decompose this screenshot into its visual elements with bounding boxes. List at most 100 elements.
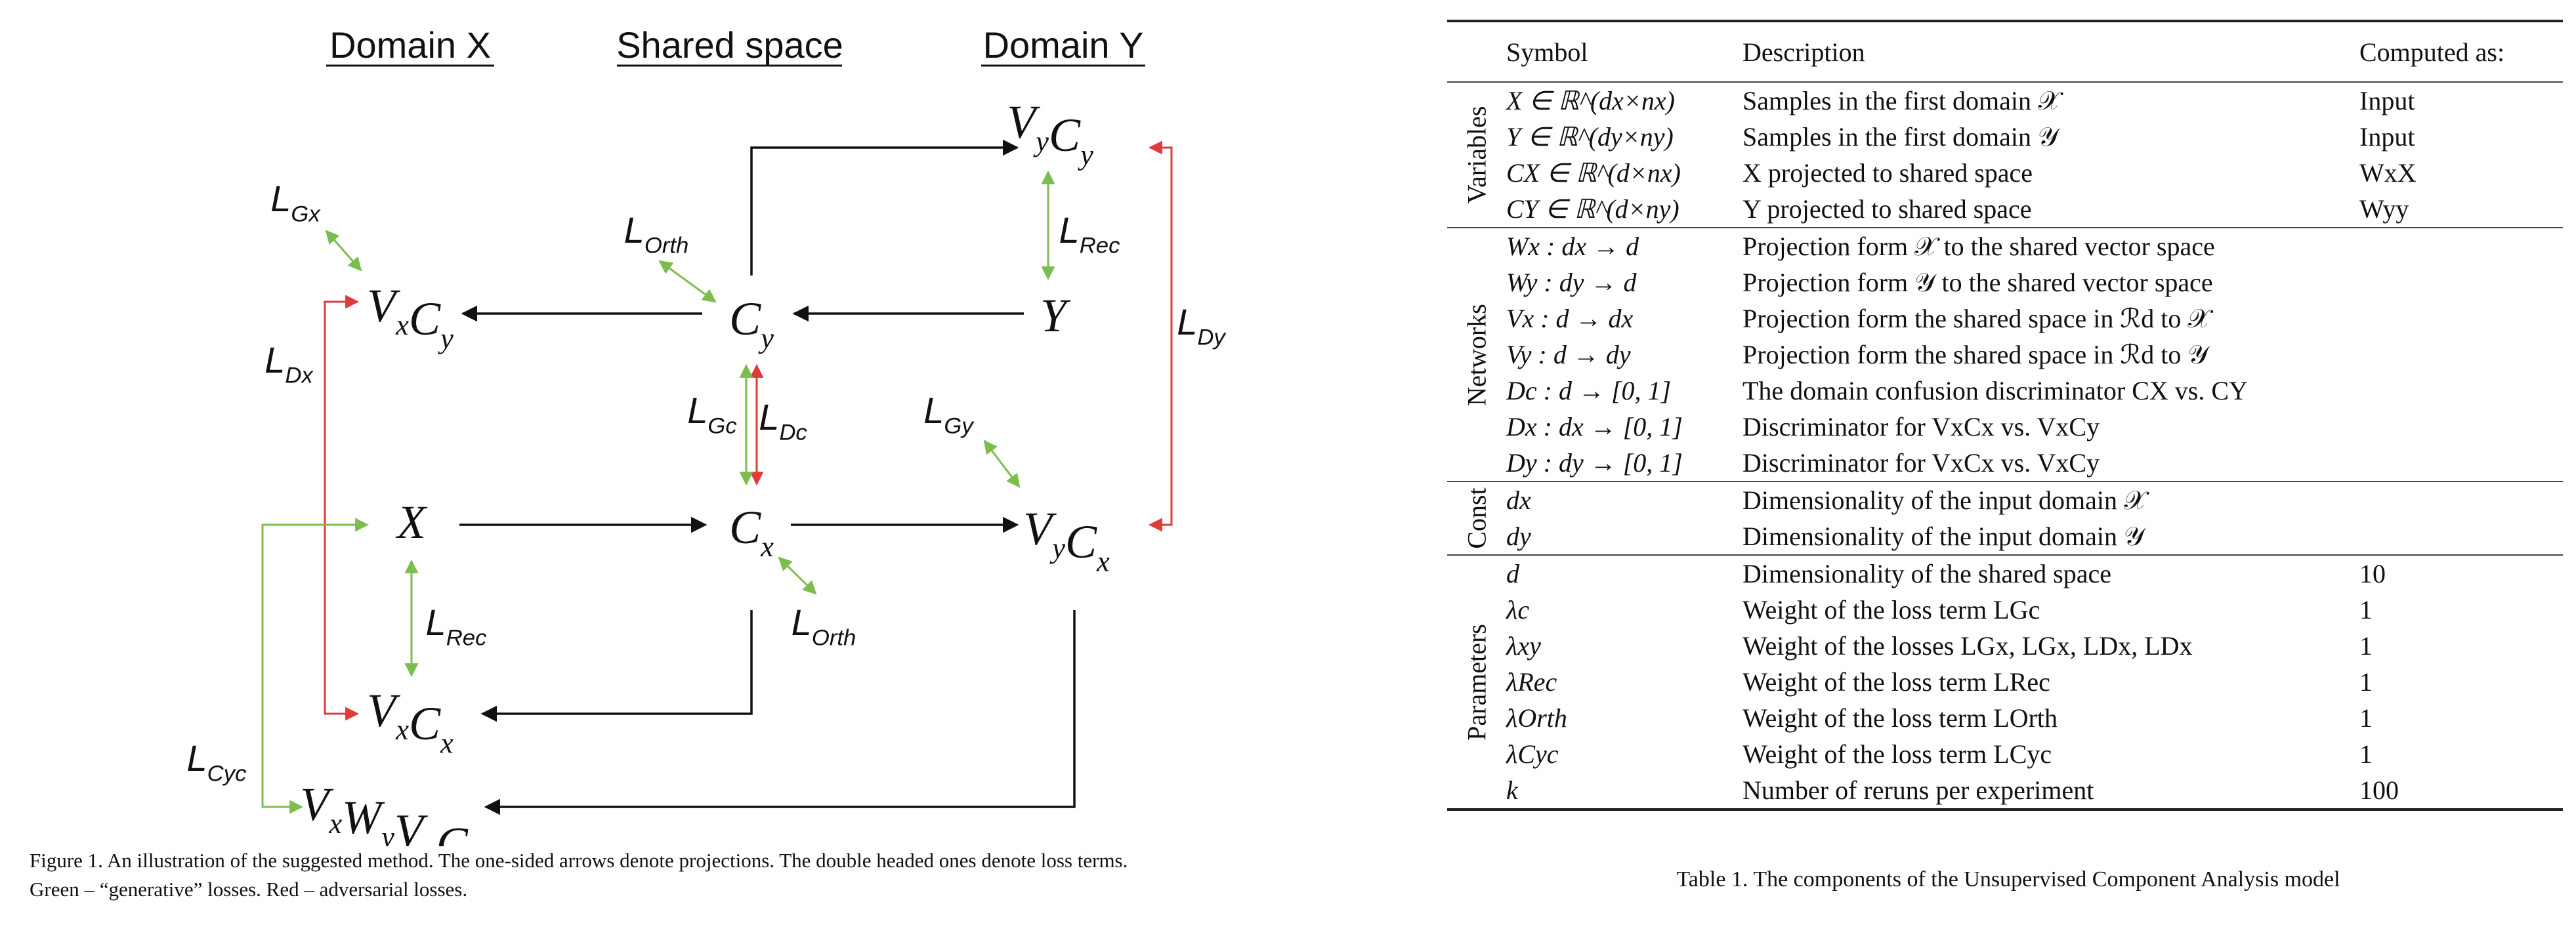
loss-gy-arrow — [983, 440, 1021, 488]
table-row: Vx : d → dx Projection form the shared sp… — [1447, 300, 2563, 337]
cell-description: Projection form the shared space in ℛd t… — [1742, 304, 2210, 333]
cell-symbol: Dy : dy → [0, 1] — [1506, 448, 1683, 478]
cell-description: Weight of the losses LGx, LGx, LDx, LDx — [1742, 631, 2193, 661]
node-vycx: VyCx — [1023, 503, 1110, 577]
cell-computed: 1 — [2359, 631, 2373, 661]
loss-label-lgc: LGc — [687, 390, 737, 439]
table-row: λxy Weight of the losses LGx, LGx, LDx, L… — [1447, 628, 2563, 664]
cell-computed — [2359, 264, 2563, 300]
node-vxwyvycx: VxWyVyCx — [300, 778, 480, 846]
node-vxcy: VxCy — [367, 279, 454, 354]
cell-computed — [2359, 227, 2563, 264]
loss-label-lgx: LGx — [270, 178, 321, 227]
cell-computed: 1 — [2359, 667, 2373, 697]
cell-computed: 1 — [2359, 703, 2373, 733]
cell-symbol: Vx : d → dx — [1506, 304, 1634, 333]
cell-symbol: CY ∈ ℝ^(d×ny) — [1506, 194, 1679, 224]
table-caption: Table 1. The components of the Unsupervi… — [1676, 867, 2340, 892]
loss-label-lrec_x: LRec — [426, 602, 487, 651]
cell-symbol: λCyc — [1506, 739, 1559, 769]
loss-label-ldy: LDy — [1177, 301, 1227, 350]
table-row: λRec Weight of the loss term LRec 1 — [1447, 664, 2563, 700]
group-label-text: Variables — [1462, 106, 1492, 204]
node-cx: Cx — [729, 501, 774, 563]
header-shared-space: Shared space — [616, 24, 843, 66]
arrow-vycx-to-vxwyvycx — [484, 610, 1076, 815]
cell-description: Discriminator for VxCx vs. VxCy — [1742, 448, 2100, 478]
node-cy: Cy — [729, 293, 774, 354]
table-row: CY ∈ ℝ^(d×ny) Y projected to shared space… — [1447, 191, 2563, 228]
group-label-const: Const — [1447, 481, 1506, 555]
cell-symbol: d — [1506, 554, 1742, 592]
loss-label-lrec_y: LRec — [1059, 209, 1120, 258]
group-label-variables: Variables — [1447, 81, 1506, 228]
cell-description: Samples in the first domain 𝒳 — [1742, 81, 2359, 119]
loss-label-ldx: LDx — [264, 339, 314, 388]
loss-label-lgy: LGy — [923, 390, 975, 439]
group-label-text: Parameters — [1462, 623, 1492, 741]
loss-cyc-arrow — [261, 518, 370, 814]
cell-computed: 100 — [2359, 772, 2563, 811]
cell-symbol: λxy — [1506, 631, 1541, 661]
table-row: Dx : dx → [0, 1]Discriminator for VxCx v… — [1447, 409, 2563, 445]
cell-symbol: k — [1506, 772, 1742, 811]
cell-description: Projection form 𝒳 to the shared vector s… — [1742, 227, 2359, 264]
figure-caption: Figure 1. An illustration of the suggest… — [30, 846, 1421, 904]
header-computed: Computed as: — [2359, 20, 2563, 82]
cell-description: Number of reruns per experiment — [1742, 772, 2359, 811]
cell-symbol: λc — [1506, 595, 1530, 625]
cell-description: Weight of the loss term LRec — [1742, 667, 2050, 697]
cell-description: Projection form the shared space in ℛd t… — [1742, 340, 2208, 369]
figure-caption-line: Figure 1. An illustration of the suggest… — [30, 849, 1128, 872]
cell-symbol: Wy : dy → d — [1506, 268, 1637, 297]
cell-computed — [2359, 445, 2563, 482]
cell-description: Discriminator for VxCx vs. VxCy — [1742, 412, 2100, 441]
node-x: X — [395, 496, 428, 548]
cell-symbol: X ∈ ℝ^(dx×nx) — [1506, 81, 1742, 119]
cell-computed — [2359, 300, 2563, 337]
cell-description: Weight of the loss term LOrth — [1742, 703, 2058, 733]
figure-caption-line: Green – “generative” losses. Red – adver… — [30, 878, 468, 901]
cell-symbol: CX ∈ ℝ^(d×nx) — [1506, 158, 1681, 188]
cell-computed — [2359, 373, 2563, 409]
cell-description: Weight of the loss term LGc — [1742, 595, 2040, 625]
header-description: Description — [1742, 20, 2359, 82]
table-row: Dy : dy → [0, 1] Discriminator for VxCx v… — [1447, 445, 2563, 482]
cell-computed: 1 — [2359, 739, 2373, 769]
cell-description: Dimensionality of the input domain 𝒳 — [1742, 481, 2359, 518]
node-vxcx: VxCx — [367, 684, 454, 759]
cell-computed — [2359, 337, 2563, 373]
cell-symbol: λOrth — [1506, 703, 1567, 733]
group-label-parameters: Parameters — [1447, 554, 1506, 811]
table-row: CX ∈ ℝ^(d×nx)X projected to shared space… — [1447, 155, 2563, 191]
table-row: Variables X ∈ ℝ^(dx×nx)Samples in the fir… — [1447, 81, 2563, 228]
cell-description: Dimensionality of the input domain 𝒴 — [1742, 522, 2145, 551]
group-label-networks: Networks — [1447, 227, 1506, 482]
cell-symbol: dx — [1506, 481, 1742, 518]
cell-computed: WxX — [2359, 158, 2417, 188]
group-label-text: Networks — [1462, 303, 1492, 406]
cell-symbol: Dc : d → [0, 1] — [1506, 376, 1672, 405]
loss-label-ldc: LDc — [759, 396, 807, 445]
cell-computed: Input — [2359, 81, 2563, 119]
group-label-text: Const — [1462, 487, 1492, 549]
table-row: Y ∈ ℝ^(dy×ny)Samples in the first domain… — [1447, 119, 2563, 155]
header-symbol: Symbol — [1506, 20, 1742, 82]
loss-orth-top-arrow — [658, 260, 717, 303]
header-domain-x: Domain X — [329, 24, 491, 66]
loss-label-lorth_bottom: LOrth — [792, 602, 856, 651]
cell-description: The domain confusion discriminator CX vs… — [1742, 376, 2248, 405]
node-y: Y — [1040, 289, 1071, 342]
cell-symbol: λRec — [1506, 667, 1557, 697]
cell-description: Y projected to shared space — [1742, 194, 2032, 224]
cell-symbol: dy — [1506, 522, 1531, 551]
arrow-cx-to-vxcx — [480, 610, 753, 722]
